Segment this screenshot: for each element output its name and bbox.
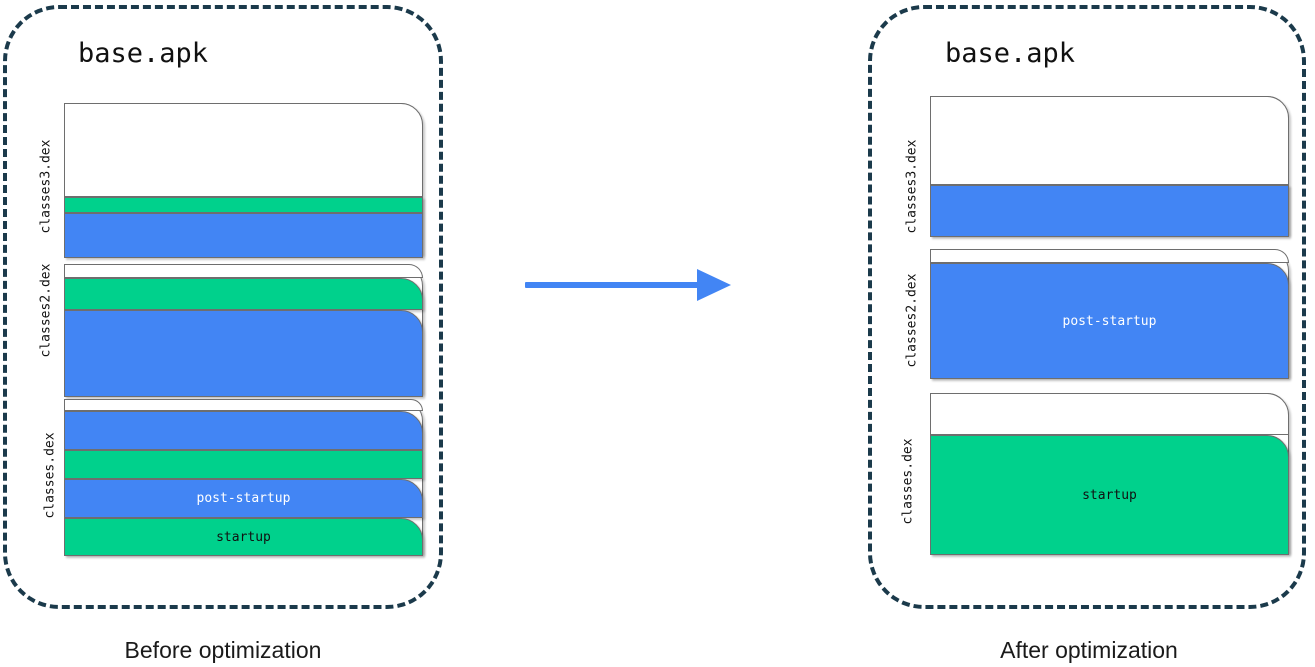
arrow-shaft <box>525 282 700 288</box>
dex-card-before-classes: post-startup startup <box>64 399 423 556</box>
dex-segment-post-startup <box>64 411 423 450</box>
arrow-head-icon <box>697 269 731 301</box>
dex-segment-empty <box>64 264 423 278</box>
dex-segment-post-startup <box>64 213 423 258</box>
dex-segment-post-startup <box>930 185 1289 237</box>
dex-card-after-classes3 <box>930 96 1289 237</box>
dex-segment-empty <box>930 249 1289 263</box>
dex-card-after-classes: startup <box>930 393 1289 555</box>
dex-segment-post-startup-labeled: post-startup <box>64 479 423 518</box>
dex-segment-label: post-startup <box>1062 313 1157 329</box>
dex-segment-label: post-startup <box>196 491 291 506</box>
dex-card-after-classes2: post-startup <box>930 249 1289 379</box>
dex-segment-empty <box>930 96 1289 185</box>
dex-segment-post-startup-labeled: post-startup <box>930 263 1289 379</box>
dex-segment-startup <box>64 197 423 213</box>
dex-segment-startup-labeled: startup <box>64 518 423 556</box>
dex-card-before-classes3 <box>64 103 423 258</box>
optimization-arrow <box>525 268 733 302</box>
caption-after: After optimization <box>1000 637 1178 663</box>
dex-label-after-classes3: classes3.dex <box>904 139 920 234</box>
apk-title-before: base.apk <box>78 38 209 69</box>
dex-segment-empty <box>930 393 1289 435</box>
dex-label-before-classes: classes.dex <box>42 432 58 519</box>
dex-card-before-classes2 <box>64 264 423 397</box>
dex-segment-startup <box>64 278 423 310</box>
dex-segment-label: startup <box>216 529 271 545</box>
dex-label-before-classes3: classes3.dex <box>38 139 54 234</box>
dex-segment-empty <box>64 399 423 411</box>
dex-segment-startup <box>64 450 423 479</box>
apk-container-after <box>868 5 1306 609</box>
apk-title-after: base.apk <box>945 38 1076 69</box>
dex-segment-startup-labeled: startup <box>930 435 1289 555</box>
dex-label-after-classes: classes.dex <box>900 438 916 525</box>
dex-label-after-classes2: classes2.dex <box>904 273 920 368</box>
apk-container-before <box>3 5 443 609</box>
caption-before: Before optimization <box>124 637 322 663</box>
dex-segment-empty <box>64 103 423 197</box>
dex-segment-post-startup <box>64 310 423 397</box>
dex-segment-label: startup <box>1082 487 1137 503</box>
dex-label-before-classes2: classes2.dex <box>38 263 54 358</box>
